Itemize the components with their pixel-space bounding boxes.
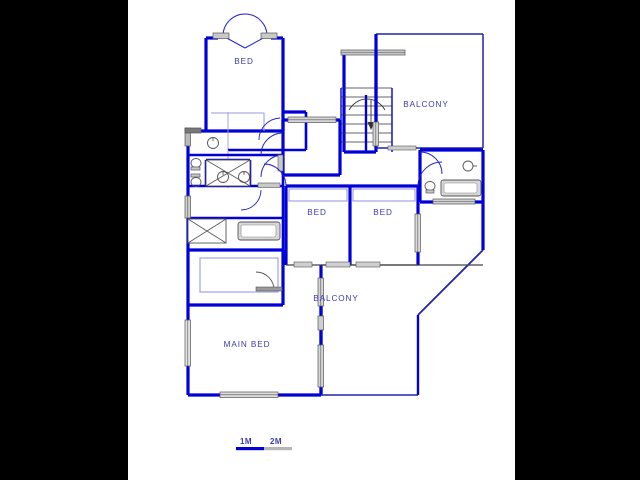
room-label-main-bed: MAIN BED [224, 340, 271, 349]
shower-lower-icon [187, 218, 227, 244]
scale-bar: 1M 2M [236, 437, 292, 451]
windows-middle-bedrooms-bottom [293, 261, 381, 268]
door-landing [258, 117, 281, 141]
door-lower-bathroom [240, 189, 262, 211]
basin-right-icon [462, 160, 477, 172]
toilet-right-icon [424, 181, 436, 194]
window-left-upper [184, 195, 191, 219]
bath-lower-left-icon [237, 221, 281, 241]
basin-a-icon [207, 137, 219, 149]
room-label-layer: BED BALCONY BED BED BALCONY MAIN BED [224, 57, 448, 349]
basin-c-icon [238, 171, 250, 183]
shower-upper-icon [205, 159, 251, 187]
window-balcony-left [372, 121, 379, 147]
door-dressing-room [255, 271, 283, 292]
room-label-balcony-lower: BALCONY [313, 294, 358, 303]
scale-label-2m: 2M [270, 437, 282, 446]
dressing-room-cupboard [199, 257, 279, 293]
room-label-bed-middle-left: BED [307, 208, 327, 217]
floor-plan-drawing: BED BALCONY BED BED BALCONY MAIN BED 1M … [184, 13, 485, 451]
staircase-head-rail [340, 49, 406, 56]
toilet-lower-icon [190, 173, 202, 187]
toilet-upper-icon [190, 158, 202, 171]
window-main-bed-bottom [219, 391, 279, 398]
scale-segment-2m [264, 447, 292, 451]
cupboards-middle-bedrooms [288, 188, 416, 202]
window-bed-right-side [414, 213, 421, 253]
scale-segment-1m [236, 447, 264, 451]
corner-window-upper-left [184, 127, 202, 147]
balcony-bottom-rail [387, 145, 417, 151]
dressing-room-walls [186, 250, 285, 307]
window-bathroom-right-bottom [432, 198, 476, 205]
room-label-bed-top-left: BED [234, 57, 254, 66]
sliding-doors-balcony-left [317, 277, 324, 388]
cupboard-top-left [211, 112, 265, 131]
door-threshold-blocks [212, 32, 278, 39]
window-main-bed-left [184, 319, 191, 367]
room-main-bed-walls [186, 305, 323, 397]
bath-right-icon [440, 179, 482, 197]
doors-middle-bedrooms [263, 161, 443, 187]
room-label-balcony-top-right: BALCONY [403, 100, 448, 109]
room-bed-top-left-walls [204, 36, 285, 133]
floor-plan-sheet: BED BALCONY BED BED BALCONY MAIN BED 1M … [128, 0, 515, 480]
room-label-bed-middle-right: BED [373, 208, 393, 217]
scale-label-1m: 1M [240, 437, 252, 446]
window-landing-top [287, 116, 337, 123]
central-landing-walls [281, 118, 342, 177]
wall-layer [184, 13, 485, 398]
door-bathroom-right [419, 151, 443, 175]
basin-b-icon [217, 171, 229, 183]
double-door-bed-top-left [222, 13, 268, 49]
staircase-stringer [340, 88, 393, 152]
